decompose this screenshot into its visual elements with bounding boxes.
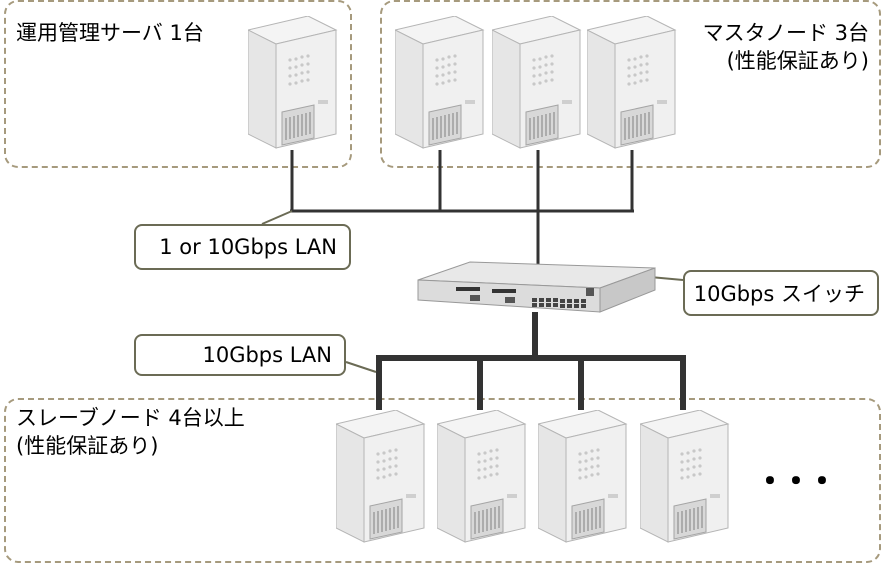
slave-node-4	[640, 410, 729, 543]
data-lan-pointer	[345, 361, 377, 373]
master-node-note: (性能保証あり)	[726, 49, 869, 73]
management-server-label: 運用管理サーバ 1台	[16, 21, 204, 45]
more-nodes-ellipsis: ･･･	[760, 459, 838, 505]
slave-node-1	[336, 410, 425, 543]
slave-node-3	[538, 410, 627, 543]
slave-node-note: (性能保証あり)	[16, 434, 159, 458]
data-lan-callout: 10Gbps LAN	[134, 334, 346, 376]
slave-node-group	[4, 398, 881, 563]
master-node-2	[492, 16, 581, 149]
switch-callout: 10Gbps スイッチ	[683, 270, 879, 316]
management-server-group	[4, 0, 352, 168]
mgmt-lan-pointer	[261, 210, 293, 225]
master-node-1	[395, 16, 484, 149]
slave-node-2	[437, 410, 526, 543]
slave-node-label: スレーブノード 4台以上	[16, 406, 245, 430]
master-node-label: マスタノード 3台	[702, 21, 869, 45]
master-node-3	[587, 16, 676, 149]
switch-ports	[532, 298, 586, 308]
management-server	[248, 16, 337, 149]
data-lan-lines	[376, 312, 686, 410]
management-lan-callout: 1 or 10Gbps LAN	[134, 224, 351, 270]
